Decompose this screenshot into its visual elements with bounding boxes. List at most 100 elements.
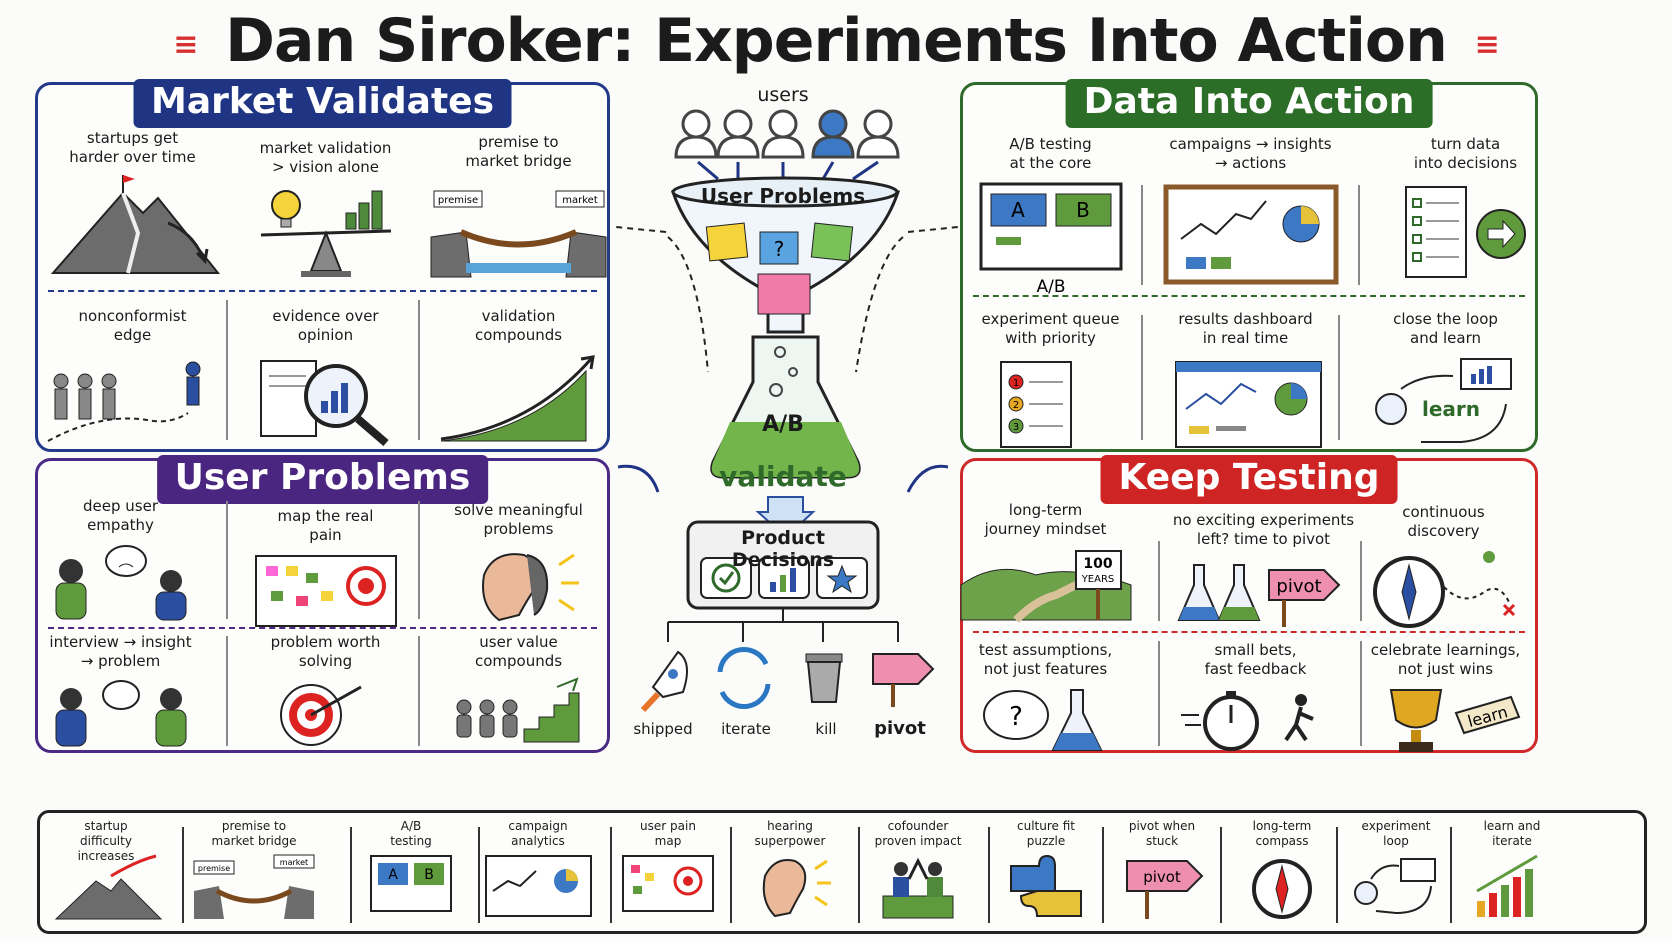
divider [973, 631, 1525, 633]
beaker-label: A/B [762, 412, 804, 437]
divider [226, 300, 228, 440]
divider [1360, 641, 1362, 746]
pain-map-icon [622, 855, 714, 912]
market-sign: market [562, 195, 598, 206]
bar-growth-icon [1476, 854, 1538, 917]
divider [1158, 641, 1160, 746]
caption: long-term journey mindset [984, 501, 1107, 538]
caption: premise to market bridge [465, 133, 572, 170]
pain-map-board-icon [254, 555, 397, 627]
question-flask-icon: ? [982, 689, 1103, 751]
page-title: ≡ Dan Siroker: Experiments Into Action ≡ [0, 6, 1672, 76]
caption: close the loop and learn [1393, 310, 1498, 347]
caption: nonconformist edge [78, 307, 187, 344]
caption: results dashboard in real time [1178, 310, 1313, 347]
divider [858, 827, 860, 923]
caption: solve meaningful problems [454, 501, 583, 538]
variant-a: A [1011, 198, 1025, 222]
outcome-kill: kill [815, 720, 837, 738]
caption: deep user empathy [83, 497, 158, 534]
divider [1220, 827, 1222, 923]
caption: A/B testing at the core [1009, 135, 1092, 172]
outcome-pivot: pivot [874, 718, 926, 739]
pivot-word: pivot [1143, 868, 1181, 886]
svg-text:?: ? [1009, 702, 1023, 732]
caption: small bets, fast feedback [1204, 641, 1307, 678]
priority-1: 1 [1012, 378, 1018, 389]
divider [1338, 315, 1340, 440]
caption: campaign analytics [508, 819, 568, 848]
divider [1450, 827, 1452, 923]
divider [48, 627, 597, 629]
strip-item-culture-fit: culture fit puzzle [980, 819, 1112, 925]
cell-ab-testing: A/B testing at the core A B A/B [948, 135, 1153, 299]
compass-icon [1252, 859, 1312, 919]
loop-icon [1354, 858, 1436, 915]
user-problems-heading: User Problems [156, 455, 489, 504]
divider [182, 827, 184, 923]
keep-testing-heading: Keep Testing [1100, 455, 1398, 504]
users-icon [674, 109, 900, 159]
caption: turn data into decisions [1413, 135, 1518, 172]
interview-icon [55, 680, 186, 747]
iterate-icon [717, 646, 771, 710]
trophy-tag-icon: learn [1389, 689, 1520, 752]
cofounder-icon [882, 857, 954, 919]
market-validates-panel: Market Validates startups get harder ove… [35, 79, 610, 452]
divider [418, 501, 420, 619]
divider [610, 827, 612, 923]
validate-label: validate [719, 460, 847, 493]
caption: hearing superpower [754, 819, 826, 848]
cell-test-assumptions: test assumptions, not just features ? [943, 641, 1148, 755]
cell-close-loop: close the loop and learn learn [1343, 310, 1548, 449]
nonconformist-people-icon [47, 361, 200, 442]
emphasis-marks-right: ≡ [1474, 26, 1500, 62]
cell-startups-harder: startups get harder over time [30, 129, 235, 283]
caption: user pain map [640, 819, 696, 848]
divider [226, 636, 228, 746]
cell-small-bets: small bets, fast feedback [1153, 641, 1358, 755]
divider [730, 827, 732, 923]
strip-item-hearing: hearing superpower [724, 819, 856, 925]
divider [973, 295, 1525, 297]
cell-premise-bridge: premise to market bridge premise market [416, 133, 621, 282]
bottom-icon-strip: startup difficulty increases premise to … [37, 810, 1647, 934]
keep-testing-panel: Keep Testing long-term journey mindset 1… [960, 455, 1538, 755]
cell-problem-worth: problem worth solving [223, 633, 428, 749]
divider [350, 827, 352, 923]
pivot-sign-icon [872, 653, 935, 707]
growth-curve-icon [440, 355, 595, 442]
svg-text:?: ? [774, 237, 785, 261]
cell-map-pain: map the real pain [223, 507, 428, 631]
analytics-board-icon [485, 855, 592, 917]
user-problems-panel: User Problems deep user empathy map the … [35, 455, 610, 753]
rocket-icon [640, 650, 688, 713]
outcome-iterate: iterate [721, 720, 771, 738]
flasks-pivot-icon: pivot [1176, 564, 1340, 627]
cell-market-validation: market validation > vision alone [223, 139, 428, 283]
stairs-growth-icon [456, 677, 579, 743]
cell-interview-insight: interview → insight → problem [18, 633, 223, 749]
stopwatch-runner-icon [1180, 691, 1314, 751]
caption: premise to market bridge [211, 819, 297, 848]
divider [226, 501, 228, 619]
trash-icon [805, 653, 843, 703]
pivot-word: pivot [1276, 576, 1321, 597]
strip-item-campaign-analytics: campaign analytics [472, 819, 604, 925]
cell-evidence: evidence over opinion [223, 307, 428, 446]
divider [418, 300, 420, 440]
divider [418, 636, 420, 746]
cell-long-term: long-term journey mindset 100 YEARS [943, 501, 1148, 625]
priority-2: 2 [1012, 400, 1018, 411]
divider [1158, 541, 1160, 621]
caption: experiment queue with priority [981, 310, 1120, 347]
caption: pivot when stuck [1128, 819, 1196, 848]
data-into-action-panel: Data Into Action A/B testing at the core… [960, 79, 1538, 452]
divider [988, 827, 990, 923]
title-text: Dan Siroker: Experiments Into Action [225, 6, 1448, 76]
caption: market validation > vision alone [259, 139, 392, 176]
learn-loop-icon: learn [1374, 358, 1512, 443]
cell-continuous-discovery: continuous discovery [1341, 503, 1546, 632]
premise-sign: premise [198, 864, 230, 873]
cell-turn-data: turn data into decisions [1363, 135, 1568, 289]
